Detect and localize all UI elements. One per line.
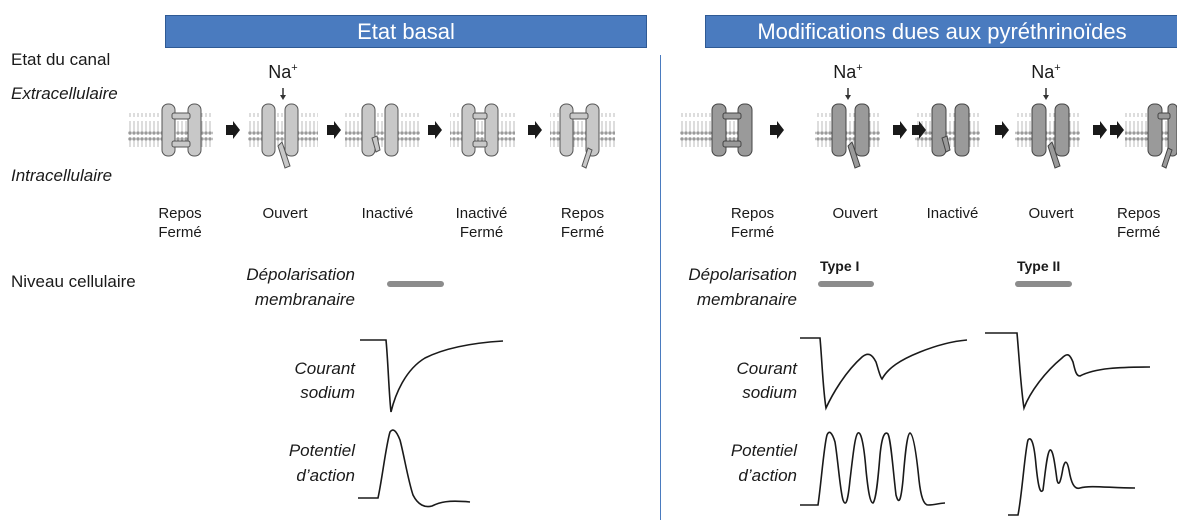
state-label: Ouvert: [1028, 205, 1074, 222]
sodium-current-trace-basal: [360, 339, 504, 413]
channel-open-icon: [831, 103, 870, 169]
label-type-1: Type I: [820, 258, 860, 274]
channel-closed-icon: [559, 103, 600, 169]
state-label: Ouvert: [832, 205, 878, 222]
channel-inactivated-icon: [361, 103, 399, 157]
label-extracellular: Extracellulaire: [11, 84, 118, 103]
depolarisation-bar: [387, 281, 444, 287]
channel-closed-icon: [1147, 103, 1177, 169]
label-intracellular: Intracellulaire: [11, 166, 113, 185]
depolarisation-bar-type-1: [818, 281, 874, 287]
action-potential-trace-basal: [358, 429, 471, 508]
action-potential-trace-type-1: [800, 431, 946, 506]
label-channel-state: Etat du canal: [11, 50, 111, 69]
state-label: Inactivé: [926, 205, 979, 222]
header-pyrethroid: Modifications dues aux pyréthrinoïdes: [705, 15, 1177, 48]
depolarisation-bar-type-2: [1015, 281, 1072, 287]
channel-open-icon: [1031, 103, 1070, 169]
sodium-current-trace-type-2: [985, 332, 1151, 412]
na-ion-label: Na+: [833, 62, 863, 82]
header-basal: Etat basal: [165, 15, 647, 48]
channel-inactivated-icon: [931, 103, 970, 157]
sodium-current-trace-type-1: [800, 337, 968, 411]
action-potential-trace-type-2: [1008, 438, 1136, 516]
state-label: Ouvert: [262, 205, 308, 222]
channel-closed-icon: [711, 103, 753, 157]
na-ion-label: Na+: [268, 62, 298, 82]
state-label: Inactivé: [361, 205, 414, 222]
channel-open-icon: [261, 103, 299, 169]
channel-inactivated-closed-icon: [461, 103, 499, 157]
na-ion-label: Na+: [1031, 62, 1061, 82]
channel-closed-icon: [161, 103, 202, 157]
label-cellular-level: Niveau cellulaire: [11, 272, 136, 291]
section-divider: [660, 55, 661, 520]
label-type-2: Type II: [1017, 258, 1061, 274]
